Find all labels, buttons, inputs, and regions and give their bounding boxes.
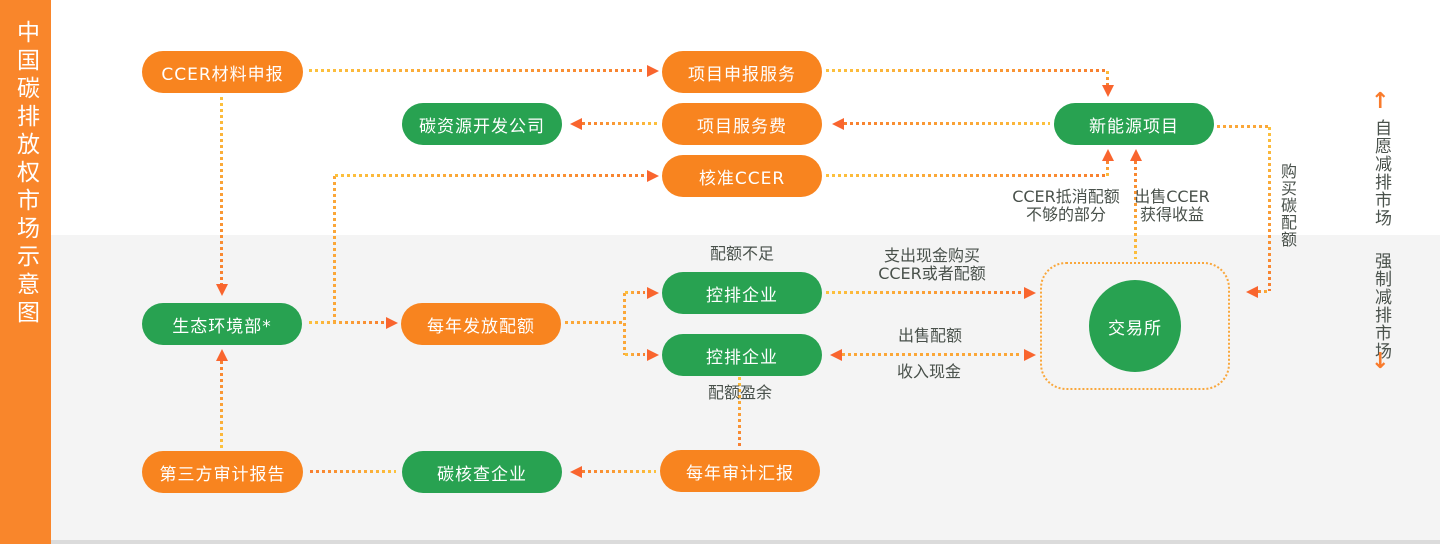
node-annual-quota-issuance: 每年发放配额: [401, 303, 561, 345]
mandatory-down-arrow-icon-label-line: ↓: [1371, 349, 1390, 374]
dotted-connector-22: [582, 470, 656, 473]
flow-arrowhead-12: [216, 284, 228, 296]
title-sidebar: 中国碳排放权市场示意图: [0, 0, 51, 544]
sell-quota-label-line: 出售配额: [897, 326, 963, 345]
dotted-connector-10: [1134, 161, 1137, 259]
quota-deficit-label: 配额不足: [710, 245, 774, 263]
flow-arrowhead-9: [830, 349, 842, 361]
buy-carbon-quota-label-line: 购买碳配额: [1278, 163, 1297, 248]
flow-arrowhead-15: [1130, 149, 1142, 161]
dotted-connector-18: [625, 353, 645, 356]
dotted-connector-14: [309, 321, 386, 324]
flow-arrowhead-5: [1024, 287, 1036, 299]
flow-arrowhead-10: [1246, 286, 1258, 298]
dotted-connector-1: [220, 97, 223, 284]
dotted-connector-19: [826, 291, 1022, 294]
node-carbon-resource-dev-company: 碳资源开发公司: [402, 103, 562, 145]
dotted-connector-11: [1217, 125, 1270, 128]
dotted-connector-9: [1106, 161, 1109, 176]
mandatory-down-arrow-icon-label: ↓: [1371, 351, 1389, 373]
node-project-service-fee: 项目服务费: [662, 103, 822, 145]
buy-carbon-quota-label: 购买碳配额: [1278, 163, 1297, 248]
dotted-connector-7: [335, 174, 645, 177]
sell-ccer-gain-label-line: 获得收益: [1139, 205, 1205, 224]
node-ministry-ecology-environment: 生态环境部*: [142, 303, 302, 345]
page-title: 中国碳排放权市场示意图: [12, 20, 39, 328]
dotted-connector-5: [1106, 71, 1109, 85]
flow-arrowhead-1: [647, 170, 659, 182]
bottom-edge-strip: [0, 540, 1440, 544]
receive-cash-label-line: 收入现金: [896, 362, 962, 381]
dotted-connector-16: [623, 293, 626, 355]
pay-cash-buy-label-line: CCER或者配额: [878, 264, 986, 283]
dotted-connector-4: [826, 69, 1108, 72]
ccer-offset-label: CCER抵消配额不够的部分: [1012, 188, 1120, 224]
ccer-offset-label-line: 不够的部分: [1025, 205, 1107, 224]
node-carbon-verification-enterprise: 碳核查企业: [402, 451, 562, 493]
exchange-boundary-box: [1040, 262, 1230, 390]
quota-surplus-label-line: 配额盈余: [707, 383, 773, 402]
dotted-connector-15: [565, 321, 625, 324]
sell-ccer-gain-label-line: 出售CCER: [1134, 187, 1210, 206]
flow-arrowhead-2: [386, 317, 398, 329]
mandatory-market-label-line: 强制减排市场: [1371, 252, 1391, 360]
flow-arrowhead-7: [832, 118, 844, 130]
flow-arrowhead-13: [1102, 85, 1114, 97]
flow-arrowhead-3: [647, 287, 659, 299]
node-approved-ccer: 核准CCER: [662, 155, 822, 197]
node-controlled-enterprise-surplus: 控排企业: [662, 334, 822, 376]
node-annual-audit-report: 每年审计汇报: [660, 450, 820, 492]
voluntary-up-arrow-icon-label: ↑: [1371, 91, 1389, 113]
dotted-connector-20: [842, 353, 1022, 356]
node-exchange: 交易所: [1089, 280, 1181, 372]
dotted-connector-21: [738, 377, 741, 447]
flow-arrowhead-11: [570, 466, 582, 478]
dotted-connector-3: [582, 122, 658, 125]
voluntary-market-label-line: 自愿减排市场: [1371, 119, 1391, 227]
dotted-connector-17: [625, 291, 645, 294]
voluntary-market-label: 自愿减排市场: [1371, 119, 1391, 227]
node-controlled-enterprise-deficit: 控排企业: [662, 272, 822, 314]
receive-cash-label: 收入现金: [897, 363, 961, 381]
mandatory-market-label: 强制减排市场: [1371, 252, 1391, 360]
flow-arrowhead-4: [647, 349, 659, 361]
quota-surplus-label: 配额盈余: [708, 384, 772, 402]
flow-arrowhead-6: [1024, 349, 1036, 361]
sell-quota-label: 出售配额: [898, 327, 962, 345]
flow-arrowhead-14: [1102, 149, 1114, 161]
pay-cash-buy-label-line: 支出现金购买: [883, 246, 981, 265]
dotted-connector-0: [309, 69, 645, 72]
dotted-connector-8: [826, 174, 1108, 177]
node-third-party-audit-report: 第三方审计报告: [142, 451, 303, 493]
ccer-offset-label-line: CCER抵消配额: [1012, 187, 1120, 206]
dotted-connector-23: [310, 470, 396, 473]
flow-arrowhead-8: [570, 118, 582, 130]
dotted-connector-2: [844, 122, 1050, 125]
flow-arrowhead-0: [647, 65, 659, 77]
dotted-connector-13: [1258, 290, 1270, 293]
quota-deficit-label-line: 配额不足: [709, 244, 775, 263]
voluntary-up-arrow-icon-label-line: ↑: [1371, 89, 1390, 114]
dotted-connector-6: [333, 176, 336, 323]
node-project-declaration-service: 项目申报服务: [662, 51, 822, 93]
node-new-energy-project: 新能源项目: [1054, 103, 1214, 145]
flow-arrowhead-16: [216, 349, 228, 361]
node-ccer-material-report: CCER材料申报: [142, 51, 303, 93]
dotted-connector-24: [220, 361, 223, 448]
dotted-connector-12: [1268, 127, 1271, 291]
